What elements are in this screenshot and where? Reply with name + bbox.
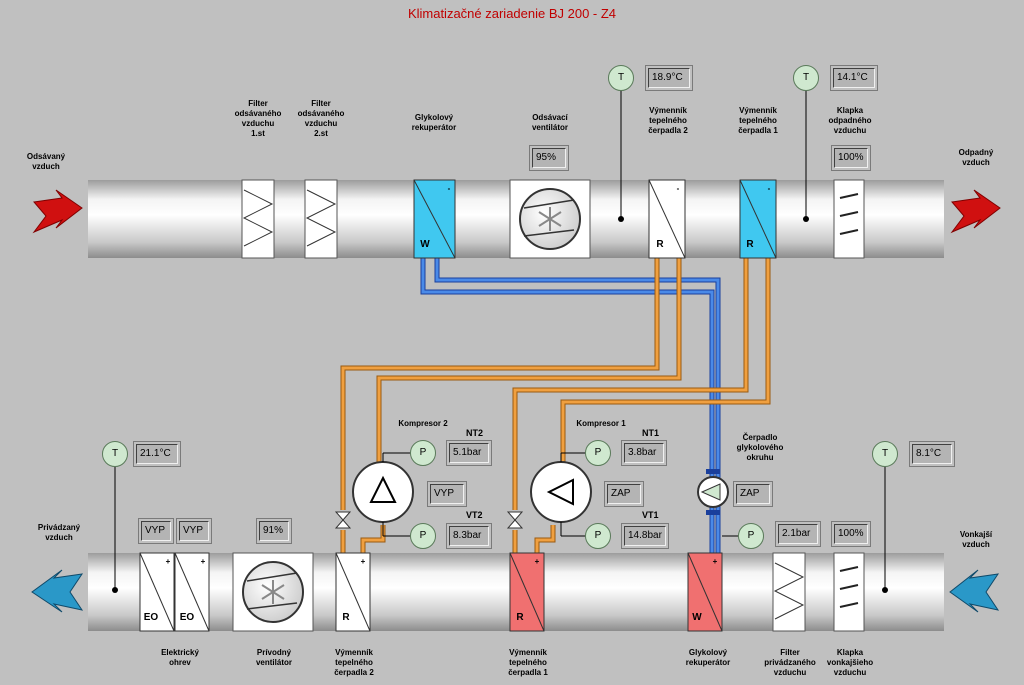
label-compressor-2: Kompresor 2 [398,419,448,428]
temp-sensor-exhaust[interactable]: T [793,65,819,91]
label-outdoor-damper: Klapka vonkajšieho vzduchu [826,648,874,677]
label-hx-hp2-bottom: Výmenník tepelného čerpadla 2 [334,648,374,677]
unit-letter-eo-1: EO [143,612,159,623]
hx-heat-pump-1-extract [739,179,777,259]
supply-fan [232,552,314,632]
label-vt2: VT2 [466,510,483,520]
unit-letter-eo-2: EO [179,612,195,623]
label-compressor-1: Kompresor 1 [576,419,626,428]
label-exhaust-damper: Klapka odpadného vzduchu [828,106,872,135]
extract-fan-value[interactable]: 95% [529,145,569,171]
label-supply-filter: Filter privádzaného vzduchu [764,648,816,677]
unit-sign-plus-1: + [165,557,171,566]
glycol-pump [697,469,729,515]
unit-sign-plus-5: + [712,557,718,566]
unit-letter-r-hp1-bottom: R [516,612,524,623]
unit-letter-r-hp1-top: R [746,239,754,250]
electric-heater-1 [139,552,175,632]
unit-sign-plus-2: + [200,557,206,566]
extract-filter-1 [241,179,275,259]
pressure-sensor-glycol[interactable]: P [738,523,764,549]
expansion-valve-2 [334,511,352,529]
hx-heat-pump-1-supply [509,552,545,632]
pressure-sensor-vt1[interactable]: P [585,523,611,549]
temp-sensor-supply[interactable]: T [102,441,128,467]
label-nt2: NT2 [466,428,484,438]
extract-filter-2 [304,179,338,259]
unit-letter-w-top: W [420,239,430,250]
pressure-sensor-nt2[interactable]: P [410,440,436,466]
compressor-1 [530,461,592,523]
label-extract-air: Odsávaný vzduch [26,152,66,171]
electric-heater-2 [174,552,210,632]
supply-air-arrow [31,569,84,613]
extract-fan [509,179,591,259]
page-title: Klimatizačné zariadenie BJ 200 - Z4 [407,6,617,21]
glycol-pressure-value[interactable]: 2.1bar [775,521,821,547]
label-supply-air: Privádzaný vzduch [37,523,81,542]
label-vt1: VT1 [642,510,659,520]
label-hx-hp1-top: Výmenník tepelného čerpadla 1 [738,106,778,135]
temp-outdoor-value[interactable]: 8.1°C [909,441,955,467]
eo2-status[interactable]: VYP [176,518,212,544]
compressor-1-status[interactable]: ZAP [604,481,644,507]
unit-letter-r-hp2-top: R [656,239,664,250]
eo1-status[interactable]: VYP [138,518,174,544]
label-extract-filter-1: Filter odsávaného vzduchu 1.st [234,99,282,138]
glycol-recuperator-supply [687,552,723,632]
outdoor-air-arrow [949,569,1000,613]
label-hx-hp2-top: Výmenník tepelného čerpadla 2 [648,106,688,135]
compressor-2 [352,461,414,523]
glycol-recuperator-extract [413,179,456,259]
label-glycol-recuperator-bottom: Glykolový rekuperátor [685,648,731,667]
nt1-value[interactable]: 3.8bar [621,440,667,466]
unit-sign-minus-3: - [767,184,771,193]
supply-fan-value[interactable]: 91% [256,518,292,544]
compressor-2-status[interactable]: VYP [427,481,467,507]
label-extract-filter-2: Filter odsávaného vzduchu 2.st [297,99,345,138]
expansion-valve-1 [506,511,524,529]
unit-sign-minus-1: - [447,184,451,193]
hx-heat-pump-2-extract [648,179,686,259]
temp-supply-value[interactable]: 21.1°C [133,441,181,467]
exhaust-damper [833,179,865,259]
unit-letter-r-hp2-bottom: R [342,612,350,623]
label-hx-hp1-bottom: Výmenník tepelného čerpadla 1 [508,648,548,677]
label-glycol-pump: Čerpadlo glykolového okruhu [736,433,784,462]
pressure-sensor-vt2[interactable]: P [410,523,436,549]
unit-sign-minus-2: - [676,184,680,193]
pressure-sensor-nt1[interactable]: P [585,440,611,466]
vt2-value[interactable]: 8.3bar [446,523,492,549]
outdoor-damper-value[interactable]: 100% [831,521,871,547]
label-glycol-recuperator-top: Glykolový rekuperátor [411,113,457,132]
exhaust-air-arrow [950,189,1001,234]
nt2-value[interactable]: 5.1bar [446,440,492,466]
outdoor-damper [833,552,865,632]
hx-heat-pump-2-supply [335,552,371,632]
temp-sensor-hp2[interactable]: T [608,65,634,91]
supply-filter [772,552,806,632]
unit-letter-w-bottom: W [692,612,702,623]
glycol-pump-status[interactable]: ZAP [733,481,773,507]
unit-sign-plus-4: + [534,557,540,566]
vt1-value[interactable]: 14.8bar [621,523,669,549]
label-extract-fan: Odsávací ventilátor [531,113,568,132]
exhaust-damper-value[interactable]: 100% [831,145,871,171]
label-supply-fan: Prívodný ventilátor [255,648,292,667]
extract-air-arrow [32,189,83,234]
label-electric-heater: Elektrický ohrev [161,648,199,667]
label-outdoor-air: Vonkajší vzduch [959,530,993,549]
temp-exhaust-value[interactable]: 14.1°C [830,65,878,91]
label-nt1: NT1 [642,428,660,438]
temp-sensor-outdoor[interactable]: T [872,441,898,467]
temp-hp2-value[interactable]: 18.9°C [645,65,693,91]
label-exhaust-air: Odpadný vzduch [958,148,994,167]
unit-sign-plus-3: + [360,557,366,566]
